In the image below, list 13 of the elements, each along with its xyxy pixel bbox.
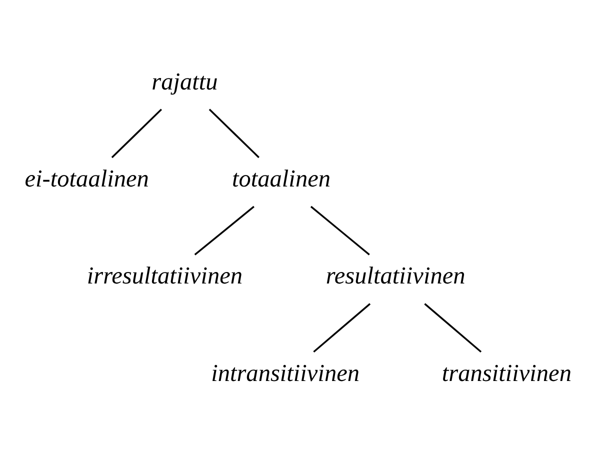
connector	[208, 108, 260, 158]
node-text: totaalinen	[232, 164, 331, 192]
connector	[424, 302, 482, 352]
connector	[310, 205, 370, 255]
node-text: irresultatiivinen	[86, 262, 243, 290]
node-text: intransitiivinen	[211, 359, 360, 386]
node-text: transitiivinen	[442, 359, 572, 386]
connector	[313, 302, 371, 352]
node-text: resultatiivinen	[326, 262, 466, 290]
node-text: rajattu	[152, 68, 218, 95]
connector	[194, 205, 254, 255]
node-text: ei-totaalinen	[24, 164, 149, 192]
connector	[111, 108, 162, 158]
